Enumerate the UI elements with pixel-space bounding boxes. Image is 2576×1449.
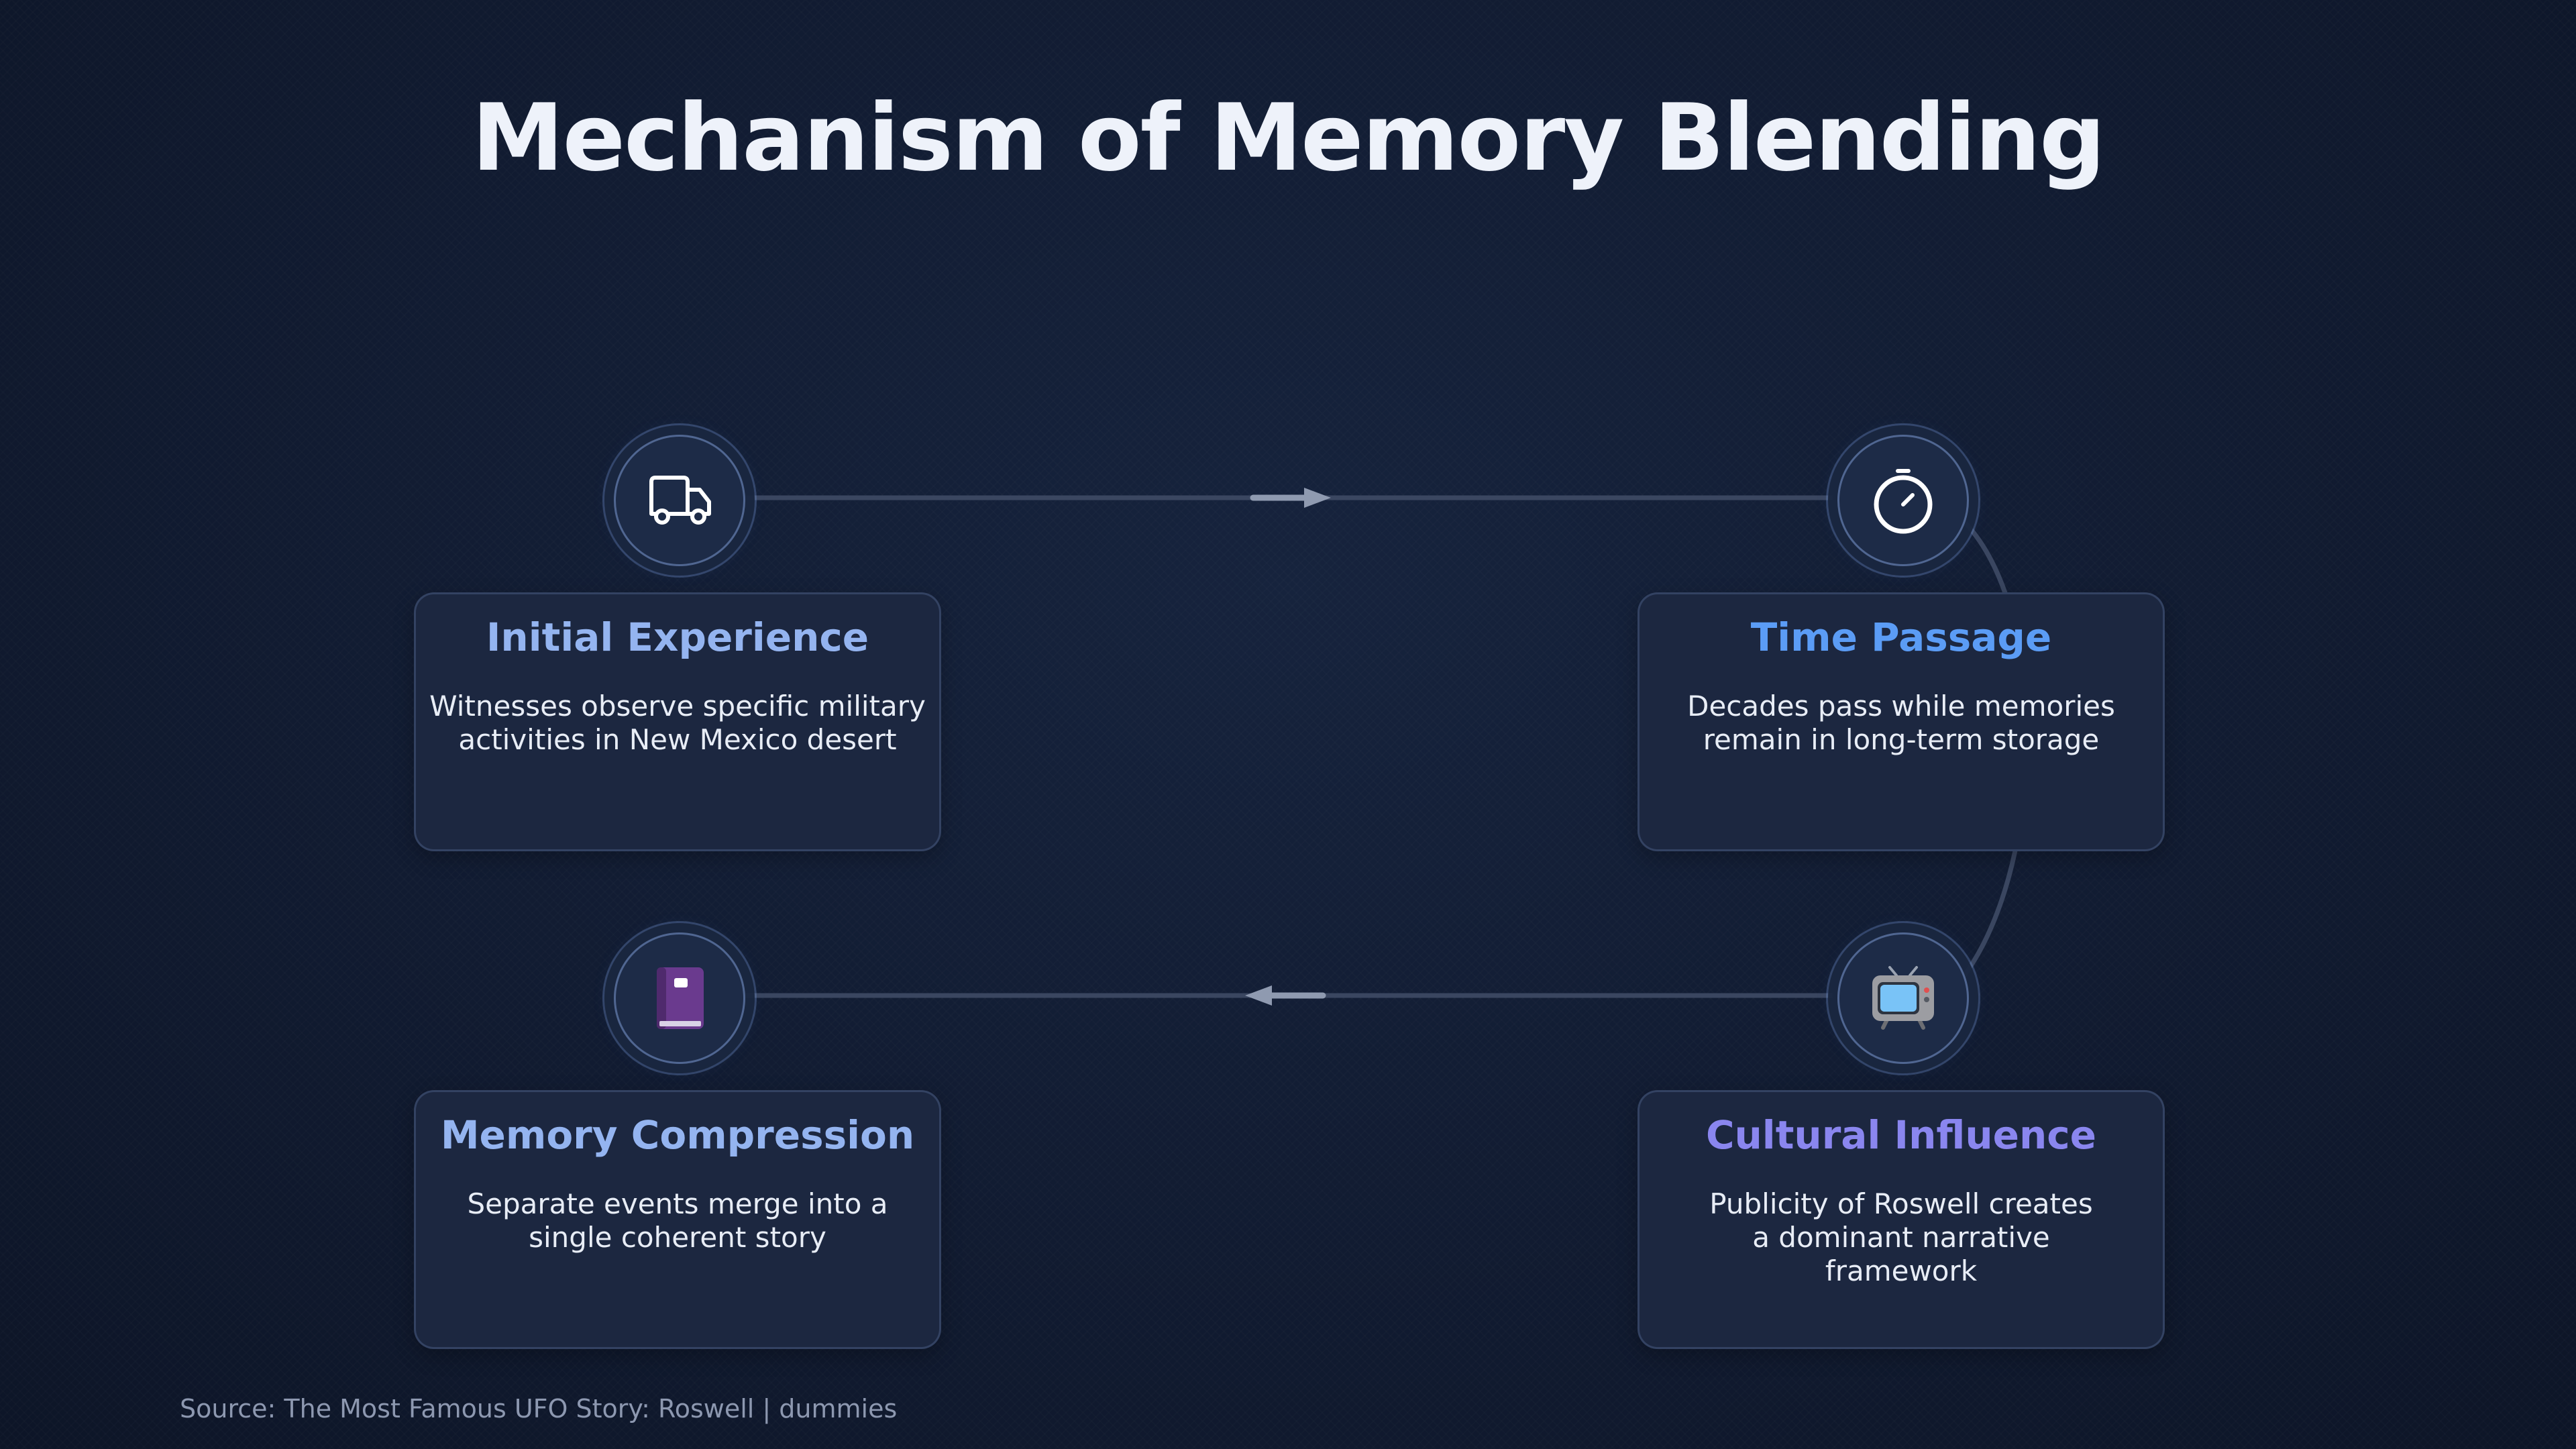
- card-memory-compression: Memory Compression Separate events merge…: [414, 1090, 941, 1349]
- card-cultural-influence: Cultural Influence Publicity of Roswell …: [1638, 1090, 2165, 1349]
- source-caption: Source: The Most Famous UFO Story: Roswe…: [180, 1394, 898, 1424]
- step-title: Cultural Influence: [1705, 1112, 2097, 1158]
- step-title: Time Passage: [1750, 614, 2052, 660]
- step-description: Decades pass while memories remain in lo…: [1687, 690, 2115, 756]
- page-title: Mechanism of Memory Blending: [472, 84, 2106, 192]
- node-memory-compression: [614, 932, 745, 1064]
- node-time-passage: [1837, 435, 1969, 566]
- step-description: Publicity of Roswell creates a dominant …: [1709, 1187, 2093, 1287]
- book-icon: [657, 967, 704, 1029]
- arrow-right: [1250, 488, 1331, 508]
- step-description: Separate events merge into a single cohe…: [467, 1187, 888, 1254]
- stopwatch-icon: [1874, 469, 1933, 534]
- card-time-passage: Time Passage Decades pass while memories…: [1638, 592, 2165, 851]
- step-title: Memory Compression: [440, 1112, 915, 1158]
- card-initial-experience: Initial Experience Witnesses observe spe…: [414, 592, 941, 851]
- arrow-left: [1245, 985, 1326, 1006]
- truck-icon: [649, 476, 711, 525]
- node-cultural-influence: [1837, 932, 1969, 1064]
- node-initial-experience: [614, 435, 745, 566]
- step-description: Witnesses observe specific military acti…: [429, 690, 926, 756]
- television-icon: [1872, 966, 1934, 1030]
- step-title: Initial Experience: [486, 614, 869, 660]
